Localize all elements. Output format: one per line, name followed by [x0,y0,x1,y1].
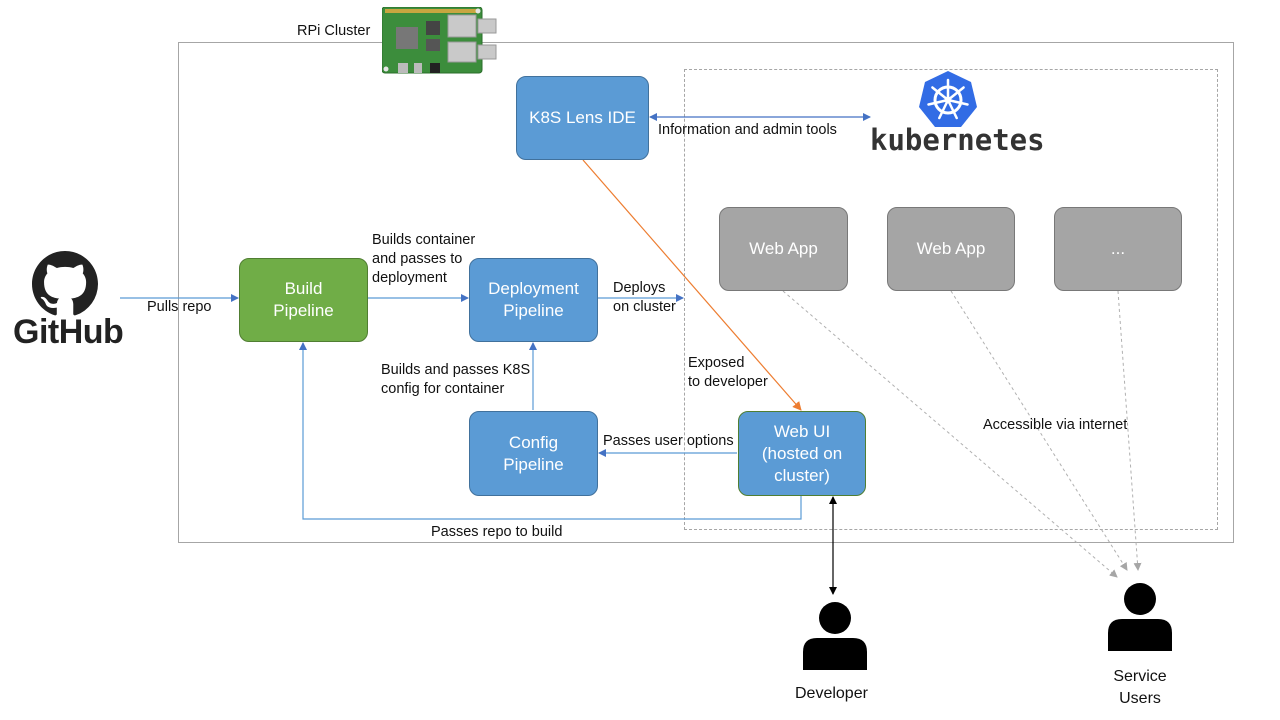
edge-webapp2-users [950,290,1128,571]
label-exposed: Exposed to developer [688,355,768,390]
label-deploys: Deploys on cluster [613,280,676,315]
k8s-lens-ide-box[interactable]: K8S Lens IDE [516,76,649,160]
kubernetes-helm-icon [919,71,977,127]
label-passes-options: Passes user options [603,433,734,449]
label-accessible: Accessible via internet [983,417,1128,433]
service-users-person-icon [1108,583,1172,651]
raspberry-pi-board-icon [382,7,497,74]
github-octocat-icon [32,251,98,316]
web-app-box-1[interactable]: Web App [719,207,848,291]
more-apps-box[interactable]: ... [1054,207,1182,291]
edge-webui-build [299,342,802,520]
web-app-box-2[interactable]: Web App [887,207,1015,291]
service-users-label: Service Users [1113,668,1167,707]
kubernetes-wordmark: kubernetes [870,123,1045,157]
deployment-pipeline-box[interactable]: Deployment Pipeline [469,258,598,342]
developer-label: Developer [795,685,868,702]
edge-lens-webui [582,159,802,411]
label-passes-repo: Passes repo to build [431,524,563,540]
label-pulls-repo: Pulls repo [147,299,212,315]
label-builds-config: Builds and passes K8S config for contain… [381,362,531,397]
config-pipeline-box[interactable]: Config Pipeline [469,411,598,496]
edge-webapp1-users [782,290,1118,578]
edge-more-users [1117,290,1142,571]
kubernetes-boundary [684,69,1218,530]
build-pipeline-box[interactable]: Build Pipeline [239,258,368,342]
github-wordmark: GitHub [13,313,124,351]
label-info-admin: Information and admin tools [658,122,837,138]
web-ui-box[interactable]: Web UI (hosted on cluster) [738,411,866,496]
developer-person-icon [803,602,867,670]
label-builds-container: Builds container and passes to deploymen… [372,232,476,286]
cluster-title: RPi Cluster [293,22,375,41]
rpi-cluster-boundary [178,42,1234,543]
